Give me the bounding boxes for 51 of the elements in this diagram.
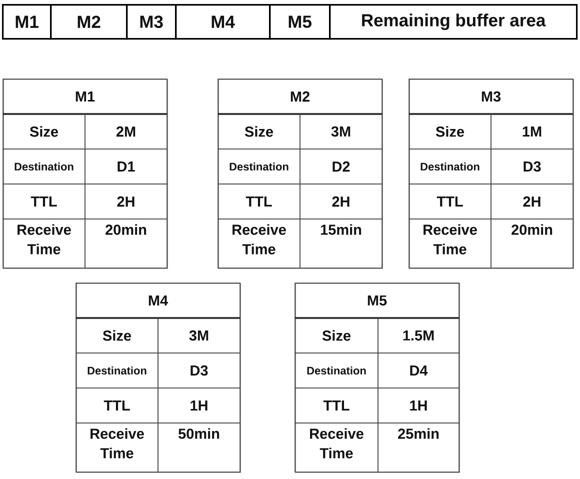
table-cell: Receive Time [408, 218, 492, 268]
table-cell: TTL [408, 184, 492, 220]
table-header: M5 [294, 282, 460, 319]
table-header: M4 [76, 282, 240, 319]
table-cell: 20min [84, 218, 168, 268]
table-cell: 2H [300, 184, 382, 220]
table-cell: Size [76, 318, 158, 354]
table-cell: Size [218, 114, 300, 150]
table-cell: Receive Time [294, 422, 378, 472]
table-cell: 2H [84, 184, 168, 220]
table-header: M2 [218, 78, 382, 115]
table-cell: Size [2, 114, 86, 150]
table-cell: D4 [378, 352, 460, 388]
buffer-segment: M2 [50, 4, 128, 40]
table-cell: Destination [218, 148, 300, 184]
table-cell: 1M [490, 114, 574, 150]
table-cell: 1.5M [378, 318, 460, 354]
table-cell: 2H [490, 184, 574, 220]
table-cell: TTL [76, 388, 158, 424]
table-header: M3 [408, 78, 574, 115]
buffer-segment: M5 [269, 4, 331, 40]
table-cell: 3M [300, 114, 382, 150]
table-cell: TTL [2, 184, 86, 220]
table-cell: 2M [84, 114, 168, 150]
table-cell: D2 [300, 148, 382, 184]
table-cell: 25min [378, 422, 460, 472]
table-cell: Size [408, 114, 492, 150]
table-cell: 1H [158, 388, 240, 424]
table-cell: 3M [158, 318, 240, 354]
table-cell: Receive Time [76, 422, 158, 472]
buffer-segment: M4 [175, 4, 271, 40]
table-cell: 20min [490, 218, 574, 268]
table-cell: Destination [76, 352, 158, 388]
table-cell: Receive Time [2, 218, 86, 268]
buffer-segment: Remaining buffer area [329, 4, 578, 40]
table-cell: D3 [158, 352, 240, 388]
table-cell: D3 [490, 148, 574, 184]
table-cell: Size [294, 318, 378, 354]
table-cell: Receive Time [218, 218, 300, 268]
buffer-segment: M1 [2, 4, 52, 40]
buffer-segment: M3 [126, 4, 177, 40]
table-cell: Destination [408, 148, 492, 184]
table-cell: 50min [158, 422, 240, 472]
table-cell: D1 [84, 148, 168, 184]
table-header: M1 [2, 78, 168, 115]
table-cell: Destination [294, 352, 378, 388]
table-cell: TTL [294, 388, 378, 424]
table-cell: TTL [218, 184, 300, 220]
table-cell: Destination [2, 148, 86, 184]
table-cell: 1H [378, 388, 460, 424]
table-cell: 15min [300, 218, 382, 268]
